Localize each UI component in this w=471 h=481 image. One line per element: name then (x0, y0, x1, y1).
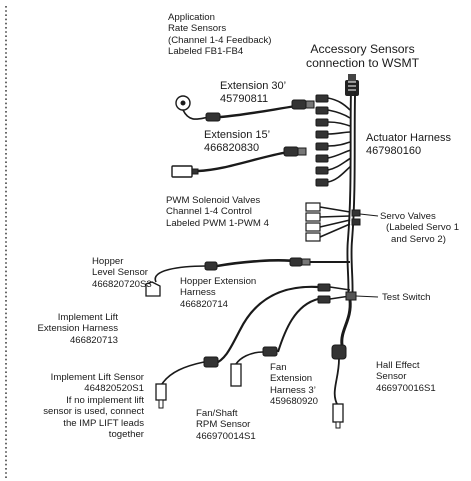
implement-lift-cable (155, 285, 319, 409)
extension-30-cable (175, 95, 315, 122)
feedback-connectors (315, 94, 351, 139)
fan-extension-cable (230, 298, 319, 387)
test-switch-label: Test Switch (382, 292, 431, 303)
hall-sensor-cable (331, 344, 347, 429)
main-trunk-cable (340, 74, 359, 346)
lift-connectors (317, 283, 379, 304)
pwm-valve-connectors (305, 202, 351, 242)
extension-30-label: Extension 30’45790811 (220, 80, 287, 105)
extension-15-label: Extension 15’466820830 (204, 129, 271, 154)
servo-valve-connectors (351, 209, 379, 226)
extension-15-cable (171, 146, 307, 178)
extension-15-connectors (315, 141, 352, 187)
hopper-cable (145, 257, 350, 297)
